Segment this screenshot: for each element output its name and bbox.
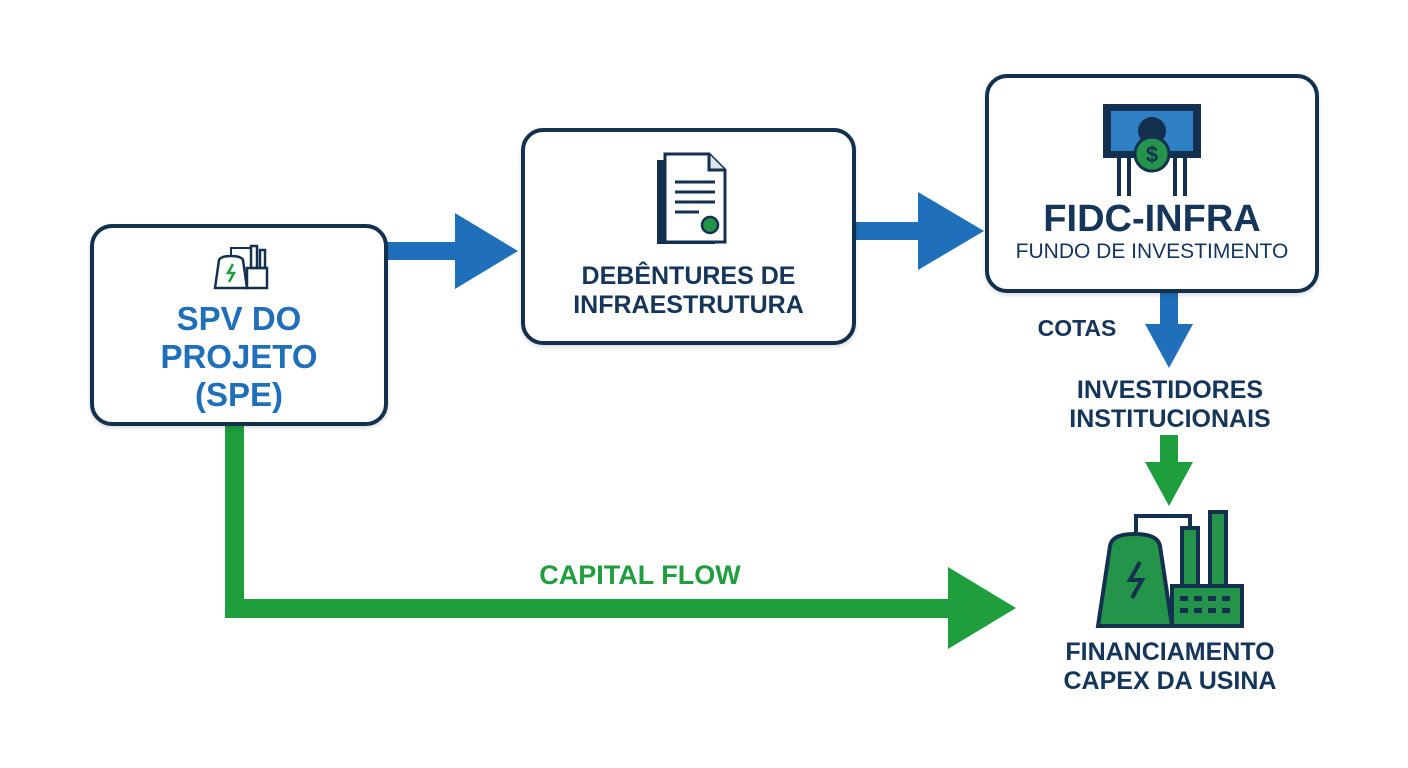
spv-line-1: SPV DO: [176, 300, 302, 337]
investors-label: INVESTIDORES INSTITUCIONAIS: [1030, 376, 1310, 434]
cotas-label: COTAS: [1037, 315, 1117, 341]
spv-line-2: PROJETO: [160, 337, 318, 375]
power-plant-icon: [1095, 510, 1244, 628]
debentures-label: DEBÊNTURES DE INFRAESTRUTURA: [521, 262, 856, 320]
capex-line-1: FINANCIAMENTO: [1065, 638, 1275, 666]
svg-text:$: $: [1146, 142, 1158, 167]
arrow-investors-to-capex: [1145, 435, 1193, 506]
capital-flow-label: CAPITAL FLOW: [539, 560, 741, 590]
investors-line-2: INSTITUCIONAIS: [1069, 404, 1271, 433]
money-icon: $: [1103, 104, 1201, 196]
document-icon: [657, 152, 727, 244]
power-plant-icon: [213, 244, 269, 290]
debentures-line-2: INFRAESTRUTURA: [573, 290, 804, 319]
spv-label: SPV DO PROJETO (SPE): [90, 300, 388, 414]
fidc-box: $: [985, 74, 1319, 293]
spv-line-3: (SPE): [194, 375, 283, 413]
debentures-line-1: DEBÊNTURES DE: [581, 262, 796, 290]
arrow-spv-to-debentures: [383, 213, 518, 289]
investors-line-1: INVESTIDORES: [1076, 376, 1264, 404]
arrow-capital-flow: [225, 422, 1016, 649]
spv-box: [90, 224, 388, 426]
capex-label: FINANCIAMENTO CAPEX DA USINA: [1030, 638, 1310, 696]
fidc-title: FIDC-INFRA: [1043, 198, 1261, 240]
arrow-fidc-to-investors: [1145, 290, 1193, 368]
fidc-subtitle: FUNDO DE INVESTIMENTO: [1015, 240, 1289, 263]
arrow-debentures-to-fidc: [852, 192, 984, 270]
capex-line-2: CAPEX DA USINA: [1063, 666, 1277, 695]
debentures-box: [521, 128, 856, 345]
